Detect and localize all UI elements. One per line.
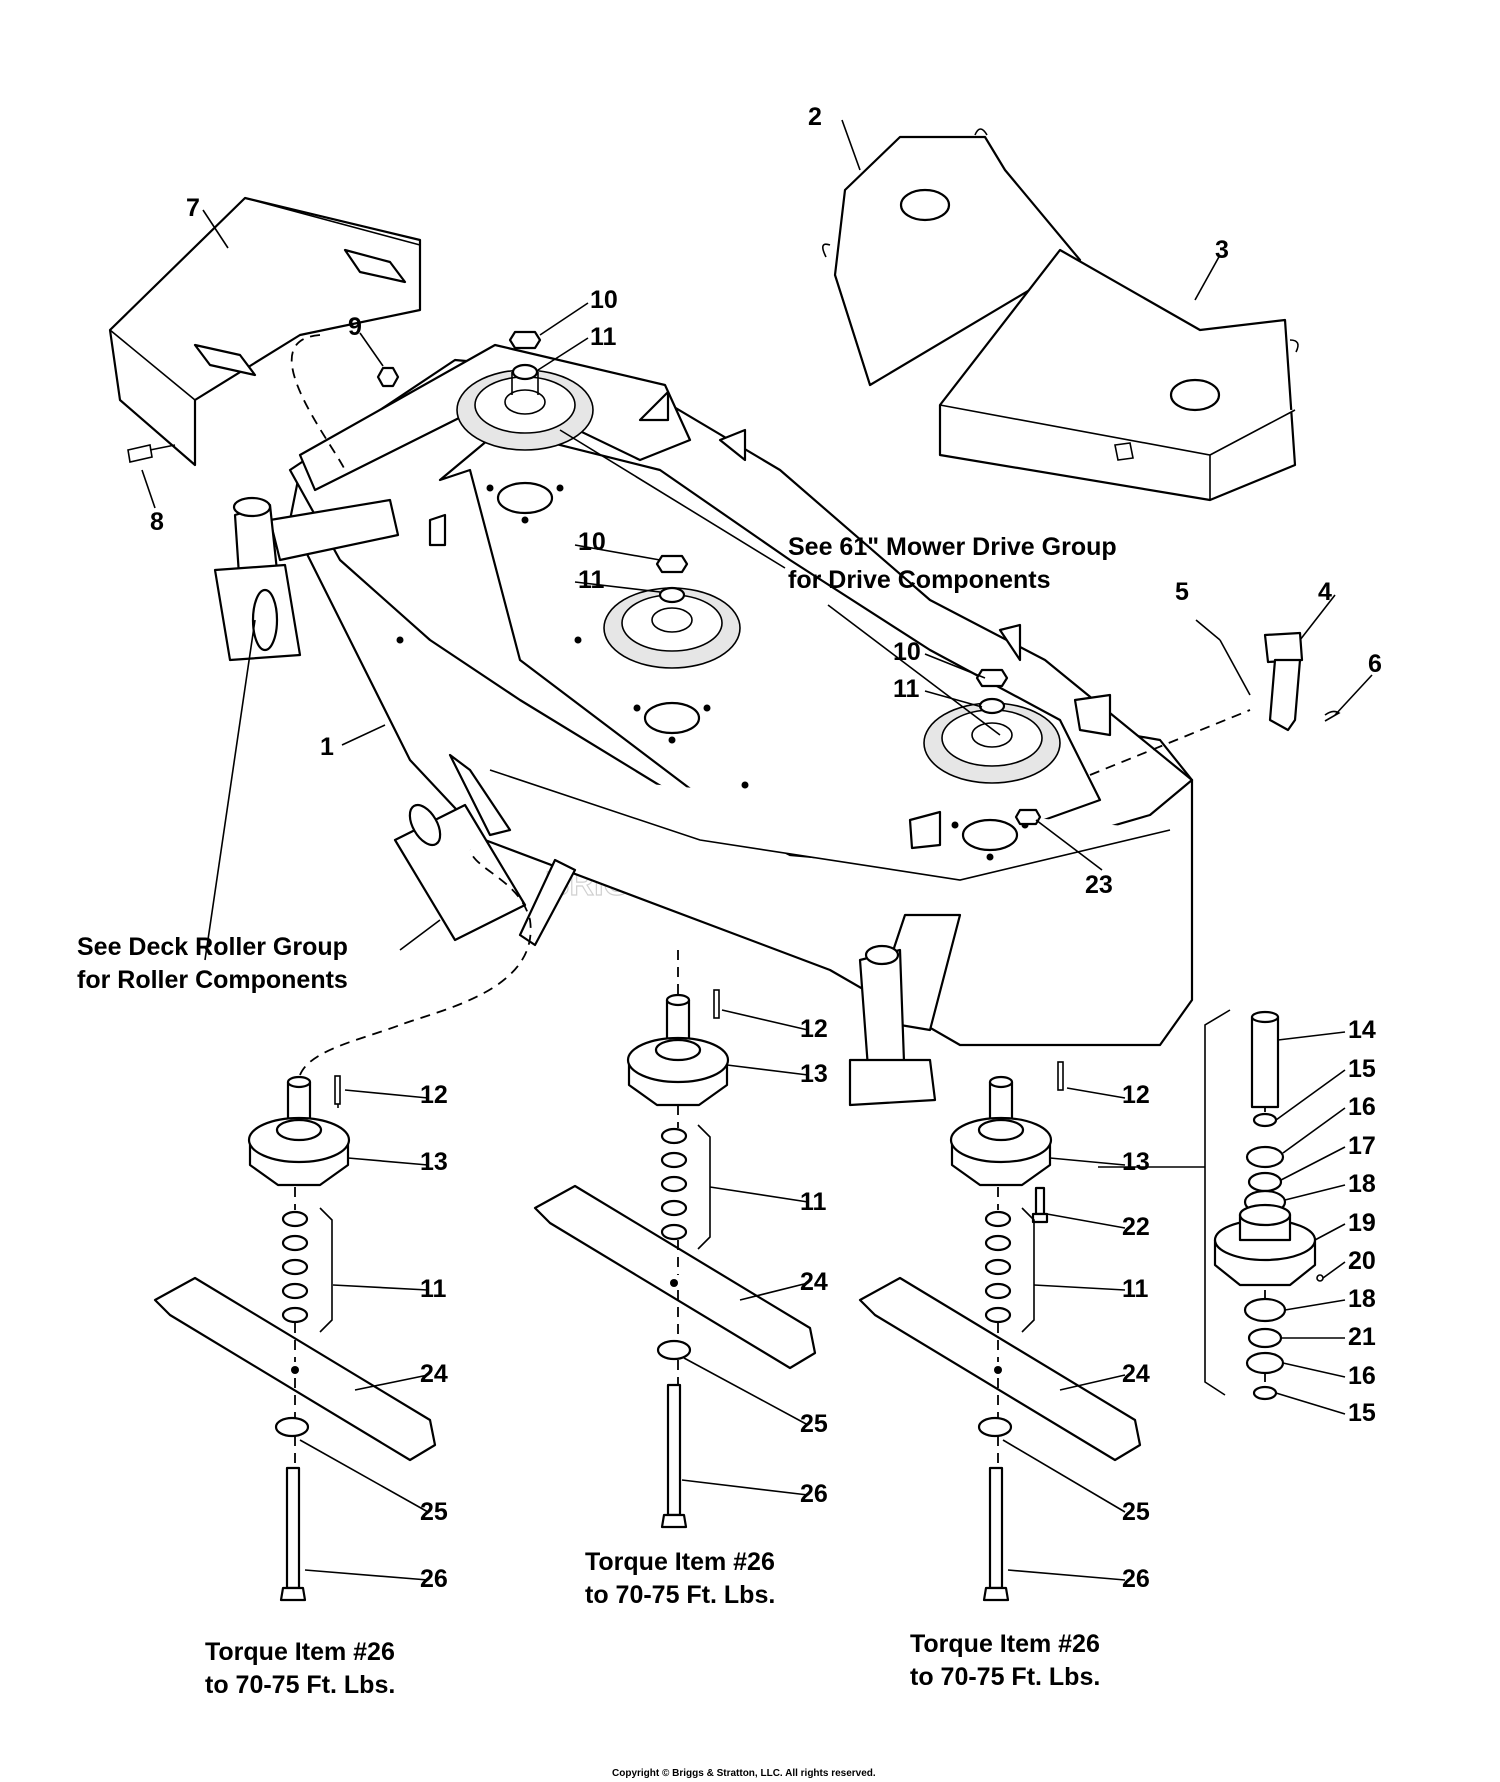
note-torque-left-line1: Torque Item #26 bbox=[205, 1638, 395, 1666]
key-12-center[interactable] bbox=[713, 989, 720, 1019]
note-torque-right-line2: to 70-75 Ft. Lbs. bbox=[910, 1663, 1100, 1691]
blade-center[interactable] bbox=[533, 1184, 817, 1370]
spindle-assembly-right[interactable] bbox=[949, 1062, 1061, 1324]
callout-9: 9 bbox=[348, 313, 362, 341]
spindle-assembly-left[interactable] bbox=[247, 1075, 351, 1324]
callout-26-left: 26 bbox=[420, 1565, 448, 1593]
bolt-left[interactable] bbox=[279, 1466, 307, 1602]
callouts: 2 3 7 8 9 10 11 1 10 11 10 11 5 4 6 23 1… bbox=[150, 103, 1382, 1593]
copyright: Copyright © Briggs & Stratton, LLC. All … bbox=[612, 1768, 876, 1779]
callout-23: 23 bbox=[1085, 871, 1113, 899]
pin-5[interactable] bbox=[1219, 639, 1251, 696]
nut-23[interactable] bbox=[1014, 808, 1042, 826]
callout-22: 22 bbox=[1122, 1213, 1150, 1241]
bolt-center[interactable] bbox=[660, 1383, 688, 1529]
callout-26-center: 26 bbox=[800, 1480, 828, 1508]
callout-5: 5 bbox=[1175, 578, 1189, 606]
callout-25-left: 25 bbox=[420, 1498, 448, 1526]
note-drive-line2: for Drive Components bbox=[788, 566, 1051, 594]
callout-20: 20 bbox=[1348, 1247, 1376, 1275]
nut-9[interactable] bbox=[376, 366, 400, 388]
callout-6: 6 bbox=[1368, 650, 1382, 678]
callout-25-right: 25 bbox=[1122, 1498, 1150, 1526]
note-drive-line1: See 61" Mower Drive Group bbox=[788, 533, 1117, 561]
callout-11-center-stack: 11 bbox=[800, 1188, 827, 1216]
spindle-exploded[interactable] bbox=[1213, 1010, 1324, 1401]
callout-16-top: 16 bbox=[1348, 1093, 1376, 1121]
bolt-right[interactable] bbox=[982, 1466, 1010, 1602]
callout-13-right: 13 bbox=[1122, 1148, 1150, 1176]
key-12-right[interactable] bbox=[1057, 1061, 1064, 1091]
callout-13-left: 13 bbox=[420, 1148, 448, 1176]
note-roller-line2: for Roller Components bbox=[77, 966, 348, 994]
bolt-22[interactable] bbox=[1031, 1186, 1049, 1224]
callout-11-left: 11 bbox=[590, 323, 617, 351]
callout-17: 17 bbox=[1348, 1132, 1376, 1160]
callout-7: 7 bbox=[186, 194, 200, 222]
callout-14: 14 bbox=[1348, 1016, 1376, 1044]
callout-4: 4 bbox=[1318, 578, 1332, 606]
callout-24-right: 24 bbox=[1122, 1360, 1150, 1388]
callout-13-center: 13 bbox=[800, 1060, 828, 1088]
leader-lines bbox=[141, 119, 1373, 1581]
callout-15-bottom: 15 bbox=[1348, 1399, 1376, 1427]
nut-10-left[interactable] bbox=[508, 330, 542, 350]
latch-4[interactable] bbox=[1263, 631, 1304, 732]
nut-10-center[interactable] bbox=[655, 554, 689, 574]
pulley-left[interactable] bbox=[456, 363, 594, 451]
callout-18-bottom: 18 bbox=[1348, 1285, 1376, 1313]
callout-2: 2 bbox=[808, 103, 822, 131]
note-torque-center-line1: Torque Item #26 bbox=[585, 1548, 775, 1576]
callout-3: 3 bbox=[1215, 236, 1229, 264]
note-torque-right-line1: Torque Item #26 bbox=[910, 1630, 1100, 1658]
note-roller-line1: See Deck Roller Group bbox=[77, 933, 348, 961]
spindle-assembly-center[interactable] bbox=[626, 990, 730, 1241]
callout-1: 1 bbox=[320, 733, 334, 761]
callout-21: 21 bbox=[1348, 1323, 1376, 1351]
callout-10-left: 10 bbox=[590, 286, 618, 314]
notes: See 61" Mower Drive Group for Drive Comp… bbox=[77, 533, 1117, 1699]
callout-24-left: 24 bbox=[420, 1360, 448, 1388]
belt-cover-2[interactable] bbox=[822, 128, 1082, 387]
callout-11-left-stack: 11 bbox=[420, 1275, 447, 1303]
callout-11-right: 11 bbox=[893, 675, 920, 703]
washer-right[interactable] bbox=[977, 1416, 1013, 1438]
callout-19: 19 bbox=[1348, 1209, 1376, 1237]
blade-right[interactable] bbox=[858, 1276, 1142, 1462]
assembly-lines bbox=[290, 334, 1266, 1468]
callout-10-right: 10 bbox=[893, 638, 921, 666]
callout-12-right: 12 bbox=[1122, 1081, 1150, 1109]
pulley-center[interactable] bbox=[603, 586, 741, 669]
callout-11-center: 11 bbox=[578, 566, 605, 594]
key-12-left[interactable] bbox=[334, 1075, 341, 1105]
callout-15-top: 15 bbox=[1348, 1055, 1376, 1083]
note-torque-left-line2: to 70-75 Ft. Lbs. bbox=[205, 1671, 395, 1699]
callout-26-right: 26 bbox=[1122, 1565, 1150, 1593]
nut-10-right[interactable] bbox=[975, 668, 1009, 688]
callout-12-left: 12 bbox=[420, 1081, 448, 1109]
washer-center[interactable] bbox=[656, 1339, 692, 1361]
callout-12-center: 12 bbox=[800, 1015, 828, 1043]
belt-cover-3[interactable] bbox=[938, 248, 1299, 502]
discharge-shield-7[interactable] bbox=[108, 196, 422, 467]
washer-left[interactable] bbox=[274, 1416, 310, 1438]
callout-11-right-stack: 11 bbox=[1122, 1275, 1149, 1303]
callout-18-top: 18 bbox=[1348, 1170, 1376, 1198]
callout-25-center: 25 bbox=[800, 1410, 828, 1438]
blade-left[interactable] bbox=[153, 1276, 437, 1462]
callout-10-center: 10 bbox=[578, 528, 606, 556]
callout-24-center: 24 bbox=[800, 1268, 828, 1296]
note-torque-center-line2: to 70-75 Ft. Lbs. bbox=[585, 1581, 775, 1609]
callout-16-bottom: 16 bbox=[1348, 1362, 1376, 1390]
bolt-8[interactable] bbox=[127, 444, 176, 463]
pulley-right[interactable] bbox=[923, 697, 1061, 784]
callout-8: 8 bbox=[150, 508, 164, 536]
